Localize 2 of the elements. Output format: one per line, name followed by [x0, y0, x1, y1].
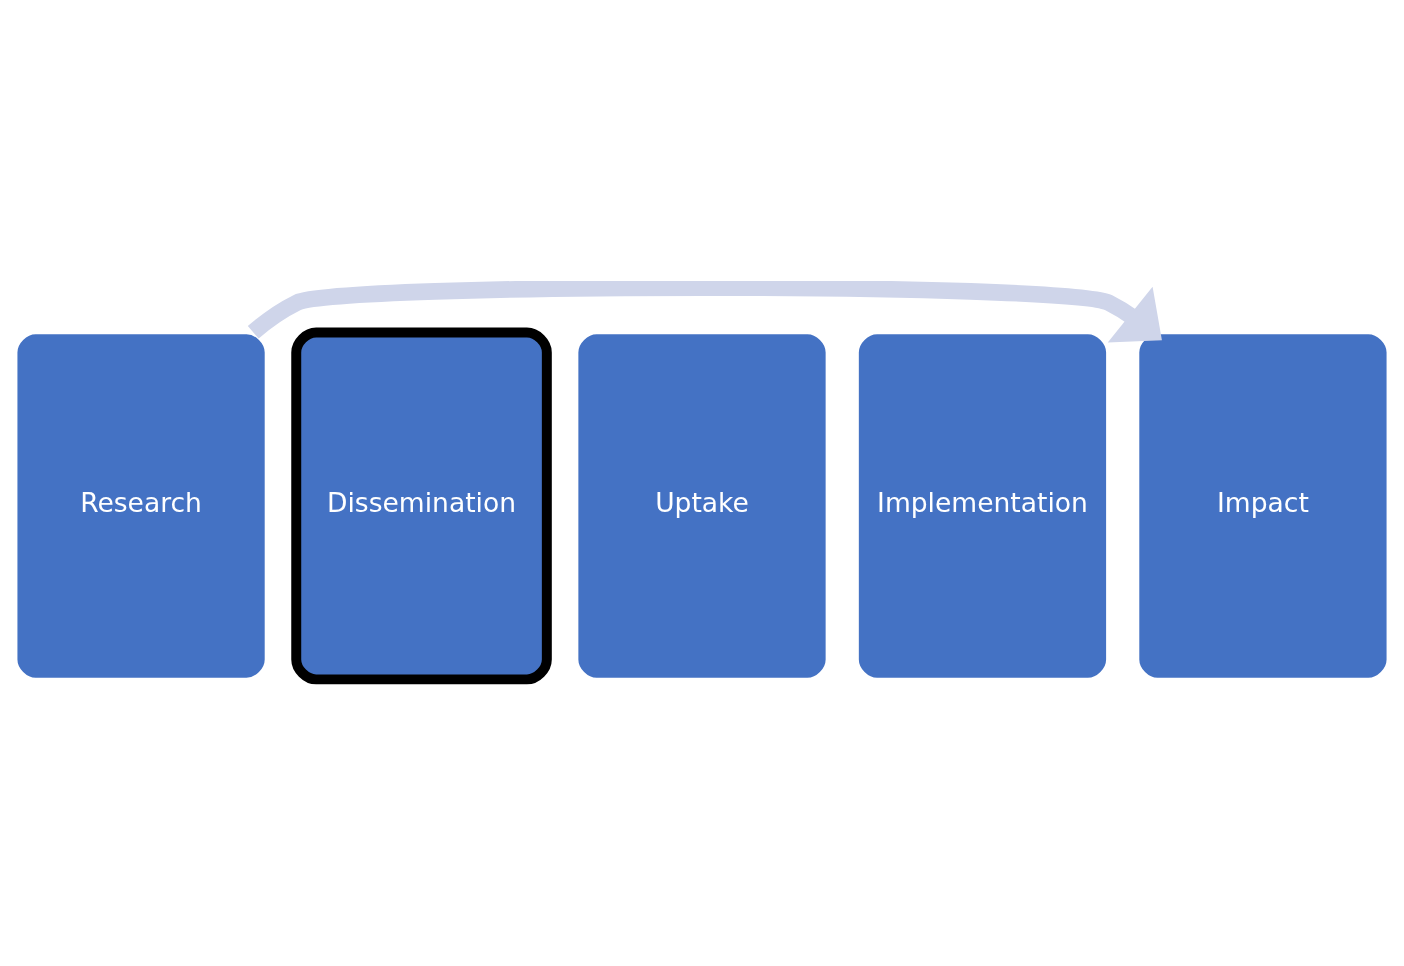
- arrow: [247, 280, 1162, 342]
- node-box: Dissemination: [291, 327, 552, 684]
